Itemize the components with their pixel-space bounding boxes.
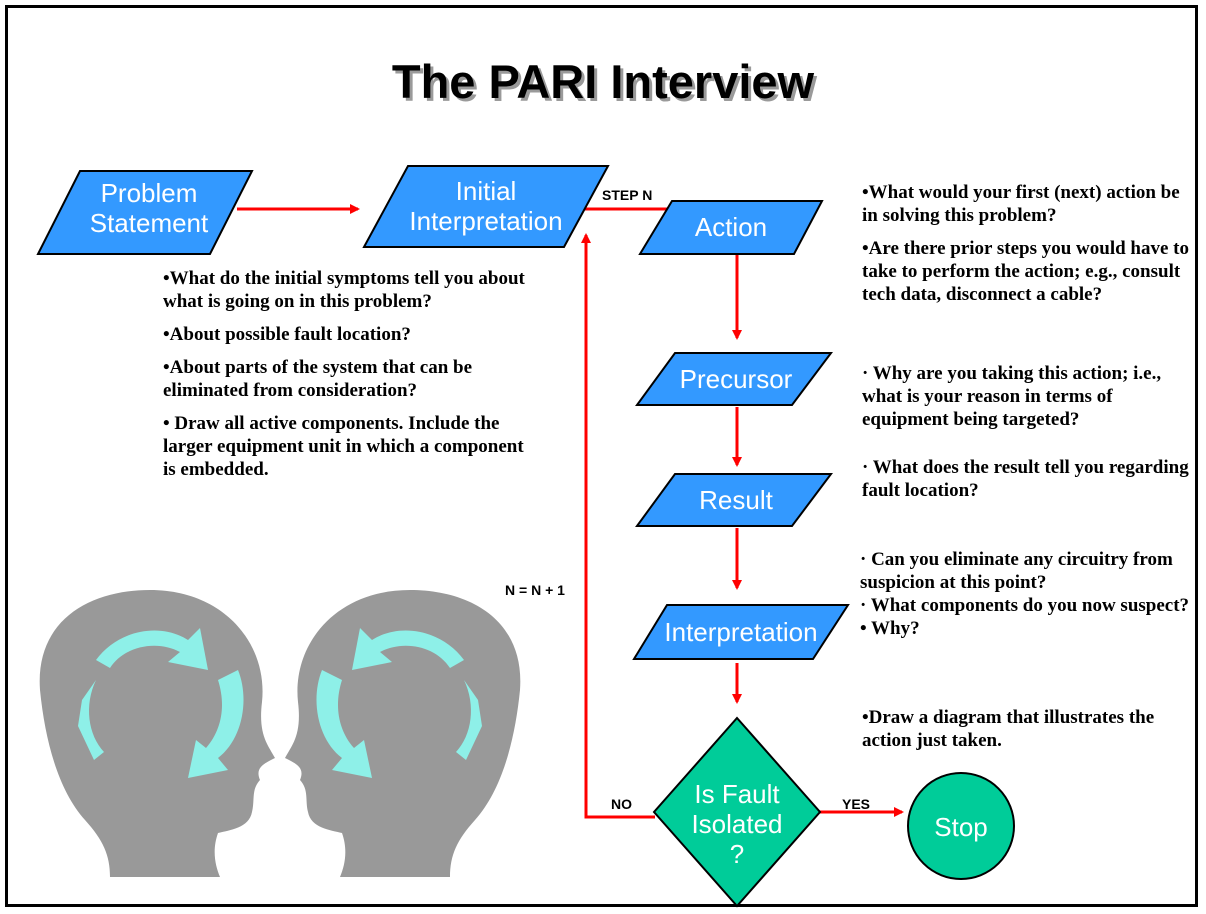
head-left-icon: [39, 590, 275, 877]
interpretation-node: [632, 604, 850, 660]
problem-statement-label: Problem Statement: [64, 178, 234, 238]
left-question-item: •About possible fault location?: [163, 324, 411, 345]
result-question: · What does the result tell you regardin…: [862, 457, 1189, 501]
problem-statement-line-2: Statement: [89, 208, 209, 238]
decision-line-2: Isolated: [691, 809, 783, 839]
draw-instruction: •Draw a diagram that illustrates the act…: [862, 707, 1155, 751]
decision-line-1: Is Fault: [694, 779, 780, 809]
initial-interpretation-label: Initial Interpretation: [386, 176, 586, 236]
decision-line-3: ?: [729, 839, 745, 869]
initial-interpretation-line-2: Interpretation: [409, 206, 563, 236]
precursor-node: [635, 352, 833, 406]
problem-statement-line-1: Problem: [100, 178, 198, 208]
left-question-item: •What do the initial symptoms tell you a…: [163, 268, 525, 312]
precursor-question: · Why are you taking this action; i.e., …: [862, 363, 1162, 430]
decision-label: Is Fault Isolated ?: [677, 779, 797, 869]
stop-label: Stop: [934, 812, 988, 842]
action-label: Action: [694, 212, 768, 242]
precursor-label: Precursor: [679, 364, 793, 394]
yes-label: YES: [842, 796, 871, 812]
interpretation-question-item: · Can you eliminate any circuitry from s…: [860, 549, 1173, 593]
action-question-item: •Are there prior steps you would have to…: [862, 238, 1190, 305]
action-questions: •What would your first (next) action be …: [862, 181, 1197, 316]
arrow-loop-back: [581, 233, 655, 819]
result-label: Result: [699, 485, 773, 515]
interpretation-label: Interpretation: [664, 617, 818, 647]
interpretation-questions: · Can you eliminate any circuitry from s…: [860, 548, 1195, 640]
left-question-item: •About parts of the system that can be e…: [163, 357, 473, 401]
problem-statement-node: [36, 170, 254, 255]
no-label: NO: [611, 796, 632, 812]
interpretation-question-item: • Why?: [860, 618, 920, 639]
n-increment-label: N = N + 1: [505, 582, 565, 598]
initial-interpretation-line-1: Initial: [455, 176, 517, 206]
initial-interpretation-node: [362, 165, 610, 248]
stop-node: [907, 772, 1015, 880]
interpretation-question-item: · What components do you now suspect?: [860, 595, 1190, 616]
decision-node: [652, 716, 822, 908]
action-node: [638, 200, 824, 255]
result-node: [635, 473, 833, 527]
page-title: The PARI Interview: [391, 55, 815, 108]
action-question-item: •What would your first (next) action be …: [862, 182, 1180, 226]
head-right-icon: [285, 590, 521, 877]
slide-frame: [5, 5, 1198, 907]
step-n-label: STEP N: [602, 187, 653, 203]
left-questions: •What do the initial symptoms tell you a…: [163, 267, 533, 491]
left-question-item: • Draw all active components. Include th…: [163, 413, 524, 480]
